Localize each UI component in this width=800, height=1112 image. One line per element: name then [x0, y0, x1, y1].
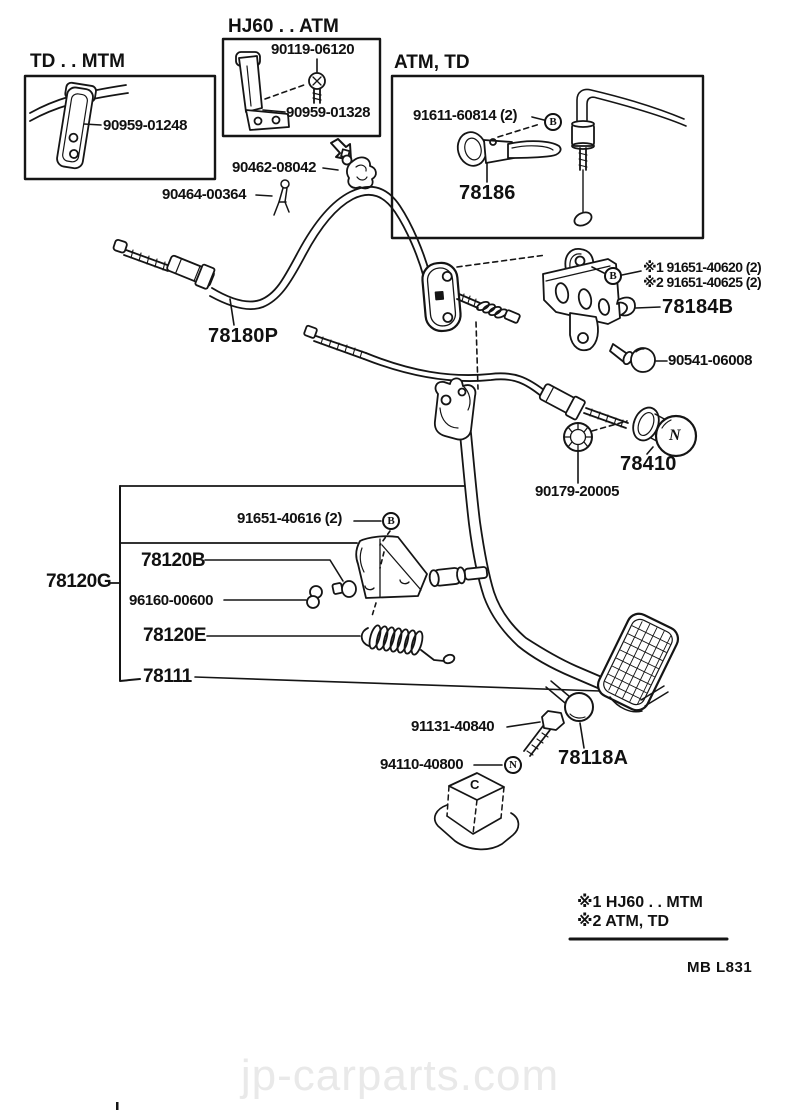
label-91611-60814: 91611-60814 (2)	[413, 107, 518, 124]
group-title-atm-td: ATM, TD	[394, 52, 470, 73]
label-78120B: 78120B	[141, 550, 206, 571]
clamp-drawing	[322, 148, 377, 190]
plug-drawing	[609, 343, 668, 373]
pedal-top-bracket	[433, 377, 477, 441]
legend-line-1: ※1 HJ60 . . MTM	[577, 894, 703, 911]
group-title-hj60-atm: HJ60 . . ATM	[228, 16, 339, 37]
label-78120G: 78120G	[46, 571, 112, 592]
cable-end-stub	[456, 254, 547, 390]
footer-tick	[116, 1102, 119, 1110]
callout-b-bolt-atm-td: B	[544, 113, 562, 131]
label-78120E: 78120E	[143, 625, 207, 646]
label-90179-20005: 90179-20005	[535, 483, 620, 500]
label-90541-06008: 90541-06008	[668, 352, 753, 369]
pedal-ball-drawing	[564, 692, 594, 749]
label-78410: 78410	[620, 453, 677, 475]
box-hj60-atm	[221, 37, 382, 138]
label-90959-01328: 90959-01328	[286, 104, 371, 121]
label-78184B: 78184B	[662, 296, 734, 318]
knob-letter: N	[669, 427, 681, 444]
label-90119-06120: 90119-06120	[271, 41, 355, 58]
label-96160-00600: 96160-00600	[129, 592, 214, 609]
cable-bracket-drawing	[542, 248, 661, 352]
label-78111: 78111	[143, 666, 192, 687]
callout-b-pivot-bolt: B	[382, 512, 400, 530]
label-94110-40800: 94110-40800	[380, 756, 464, 773]
pedal-pad-drawing	[596, 612, 680, 712]
label-90462-08042: 90462-08042	[232, 159, 317, 176]
label-91651-40616: 91651-40616 (2)	[237, 510, 342, 527]
atm-td-part-drawing	[456, 88, 687, 227]
locknut-drawing	[563, 420, 628, 484]
callout-b-bracket-bolts: B	[604, 267, 622, 285]
watermark: jp-carparts.com	[240, 1051, 560, 1100]
td-mtm-part-drawing	[29, 81, 129, 170]
variant-boxes	[23, 37, 705, 240]
pedal-support-bracket	[355, 530, 428, 617]
return-spring-drawing	[360, 624, 456, 665]
label-90464-00364: 90464-00364	[162, 186, 247, 203]
legend-line-2: ※2 ATM, TD	[577, 913, 669, 930]
label-91651-40625: ※2 91651-40625 (2)	[643, 274, 762, 290]
hj60-atm-part-drawing	[235, 51, 326, 131]
label-90959-01248: 90959-01248	[103, 117, 188, 134]
stopper-block-drawing	[434, 772, 520, 851]
page-code: MB L831	[687, 959, 753, 976]
label-91651-40620: ※1 91651-40620 (2)	[643, 259, 762, 275]
accel-cable-drawing	[112, 185, 434, 326]
cotter-pin-drawing	[255, 179, 290, 216]
grommet-drawing	[421, 261, 462, 333]
label-78186: 78186	[459, 182, 516, 204]
pedal-arm-drawing	[457, 412, 605, 690]
label-78118A: 78118A	[558, 747, 629, 769]
small-fasteners	[306, 580, 357, 609]
pedal-group-lines	[109, 485, 601, 692]
box-td-mtm	[23, 74, 217, 181]
box-atm-td	[390, 74, 705, 240]
clevis-pin-drawing	[428, 566, 489, 588]
stopper-bolt-drawing	[473, 710, 565, 766]
label-78180P: 78180P	[208, 325, 279, 347]
throttle-cable-drawing	[303, 324, 698, 458]
label-91131-40840: 91131-40840	[411, 718, 495, 735]
group-title-td-mtm: TD . . MTM	[30, 51, 125, 72]
stopper-letter: C	[470, 777, 480, 792]
callout-n-stopper-nut: N	[504, 756, 522, 774]
